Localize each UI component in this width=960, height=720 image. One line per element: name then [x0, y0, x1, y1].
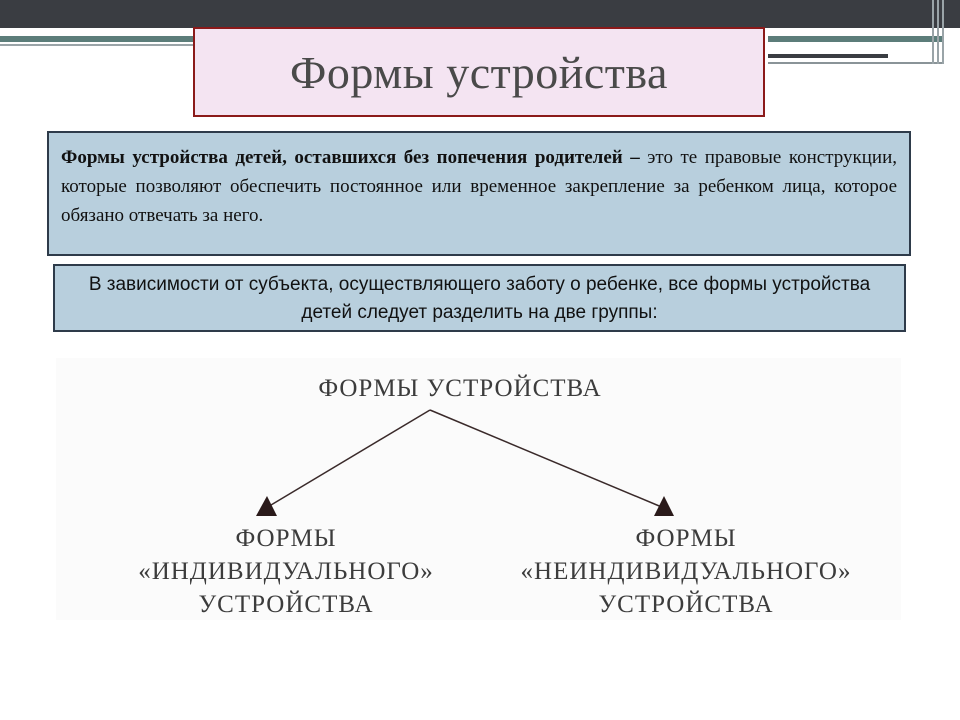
arrowhead-right [654, 496, 674, 516]
decorative-dark-line-right [768, 54, 888, 58]
title-box: Формы устройства [193, 27, 765, 117]
diagram-root-node: ФОРМЫ УСТРОЙСТВА [318, 375, 602, 402]
top-decorative-bar [0, 0, 960, 28]
decorative-line-right [768, 36, 943, 42]
right-node-line3: УСТРОЙСТВА [598, 591, 774, 618]
arrow-line-right [429, 409, 665, 509]
grouping-box: В зависимости от субъекта, осуществляюще… [53, 264, 906, 332]
definition-term: Формы устройства детей, оставшихся без п… [61, 147, 640, 168]
corner-decoration [932, 0, 944, 64]
decorative-thin-line-right [768, 62, 943, 64]
definition-box: Формы устройства детей, оставшихся без п… [47, 131, 911, 256]
arrowhead-left [256, 496, 277, 516]
decorative-thin-line-left [0, 44, 200, 46]
left-node-line1: ФОРМЫ [235, 525, 337, 552]
diagram-right-node: ФОРМЫ «НЕИНДИВИДУАЛЬНОГО» УСТРОЙСТВА [486, 522, 886, 621]
left-node-line2: «ИНДИВИДУАЛЬНОГО» [138, 558, 434, 585]
arrow-line-left [265, 409, 431, 509]
diagram-arrows [256, 409, 674, 516]
left-node-line3: УСТРОЙСТВА [198, 591, 374, 618]
right-node-line2: «НЕИНДИВИДУАЛЬНОГО» [520, 558, 852, 585]
right-node-line1: ФОРМЫ [635, 525, 737, 552]
diagram-left-node: ФОРМЫ «ИНДИВИДУАЛЬНОГО» УСТРОЙСТВА [136, 522, 436, 621]
forms-diagram: ФОРМЫ УСТРОЙСТВА ФОРМЫ «ИНДИВИДУАЛЬНОГО»… [56, 358, 901, 620]
decorative-line-left [0, 36, 200, 42]
grouping-text: В зависимости от субъекта, осуществляюще… [88, 274, 871, 323]
definition-text: это те правовые конструкции, которые поз… [61, 147, 897, 226]
slide-title: Формы устройства [290, 46, 668, 98]
